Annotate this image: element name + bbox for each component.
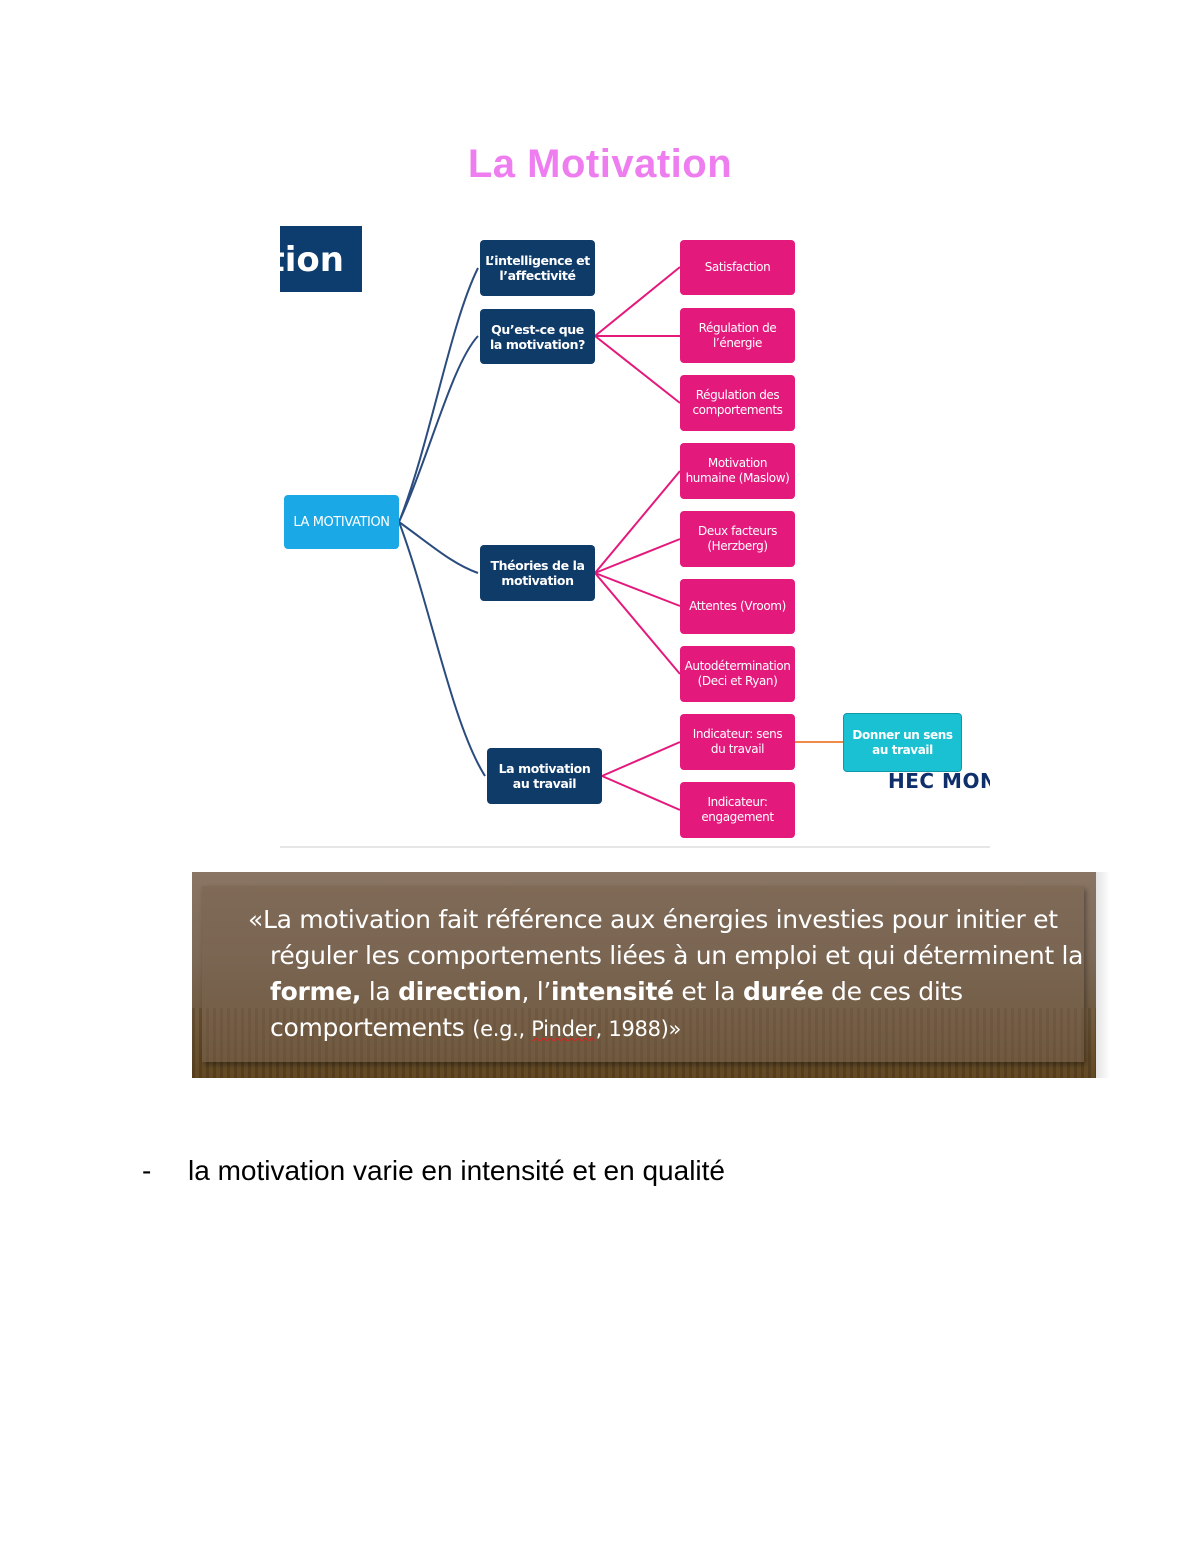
cutoff-slide-title: tion — [280, 226, 362, 292]
hec-logo: HEC MON — [888, 769, 990, 793]
quote-image: «La motivation fait référence aux énergi… — [192, 872, 1110, 1078]
node-leaf-meaning: Indicateur: sens du travail — [680, 714, 795, 770]
connector-root-branch-3 — [398, 521, 479, 574]
connector-b3-leaf-7 — [594, 572, 681, 675]
node-leaf-engagement: Indicateur: engagement — [680, 782, 795, 838]
bullet-dash: - — [142, 1155, 152, 1186]
divider — [280, 846, 990, 848]
connector-b3-leaf-4 — [594, 470, 681, 574]
connector-b2-leaf-1 — [594, 266, 681, 337]
connector-b2-leaf-3 — [594, 335, 681, 404]
connector-root-branch-2 — [398, 335, 479, 523]
node-branch-definition: Qu’est-ce que la motivation? — [480, 309, 595, 364]
connector-root-branch-4 — [398, 521, 486, 777]
node-branch-theories: Théories de la motivation — [480, 545, 595, 601]
connector-lines — [398, 266, 843, 811]
connector-b4-leaf-8 — [601, 741, 681, 777]
node-leaf-vroom: Attentes (Vroom) — [680, 579, 795, 634]
image-edge-shadow — [1096, 872, 1110, 1078]
node-leaf-maslow: Motivation humaine (Maslow) — [680, 443, 795, 499]
node-leaf-deci-ryan: Autodétermination (Deci et Ryan) — [680, 646, 795, 702]
connector-b3-leaf-5 — [594, 538, 681, 574]
connector-b3-leaf-6 — [594, 572, 681, 607]
node-leaf-behaviour: Régulation des comportements — [680, 375, 795, 431]
connector-b4-leaf-9 — [601, 775, 681, 811]
node-leaf-energy: Régulation de l’énergie — [680, 308, 795, 363]
page-title: La Motivation — [467, 142, 733, 186]
node-branch-intelligence: L’intelligence et l’affectivité — [480, 240, 595, 296]
node-leaf-satisfaction: Satisfaction — [680, 240, 795, 295]
motivation-mind-map: tion LA MOTIVATION L’intelligence et l’a… — [280, 224, 990, 849]
quote-panel — [202, 886, 1084, 1062]
node-extra-give-meaning: Donner un sens au travail — [843, 713, 962, 772]
node-leaf-herzberg: Deux facteurs (Herzberg) — [680, 511, 795, 567]
bullet-text: la motivation varie en intensité et en q… — [188, 1155, 725, 1186]
connector-root-branch-1 — [398, 267, 479, 523]
node-root: LA MOTIVATION — [284, 495, 399, 549]
node-branch-work: La motivation au travail — [487, 748, 602, 804]
quote-text: «La motivation fait référence aux énergi… — [248, 905, 1084, 1042]
